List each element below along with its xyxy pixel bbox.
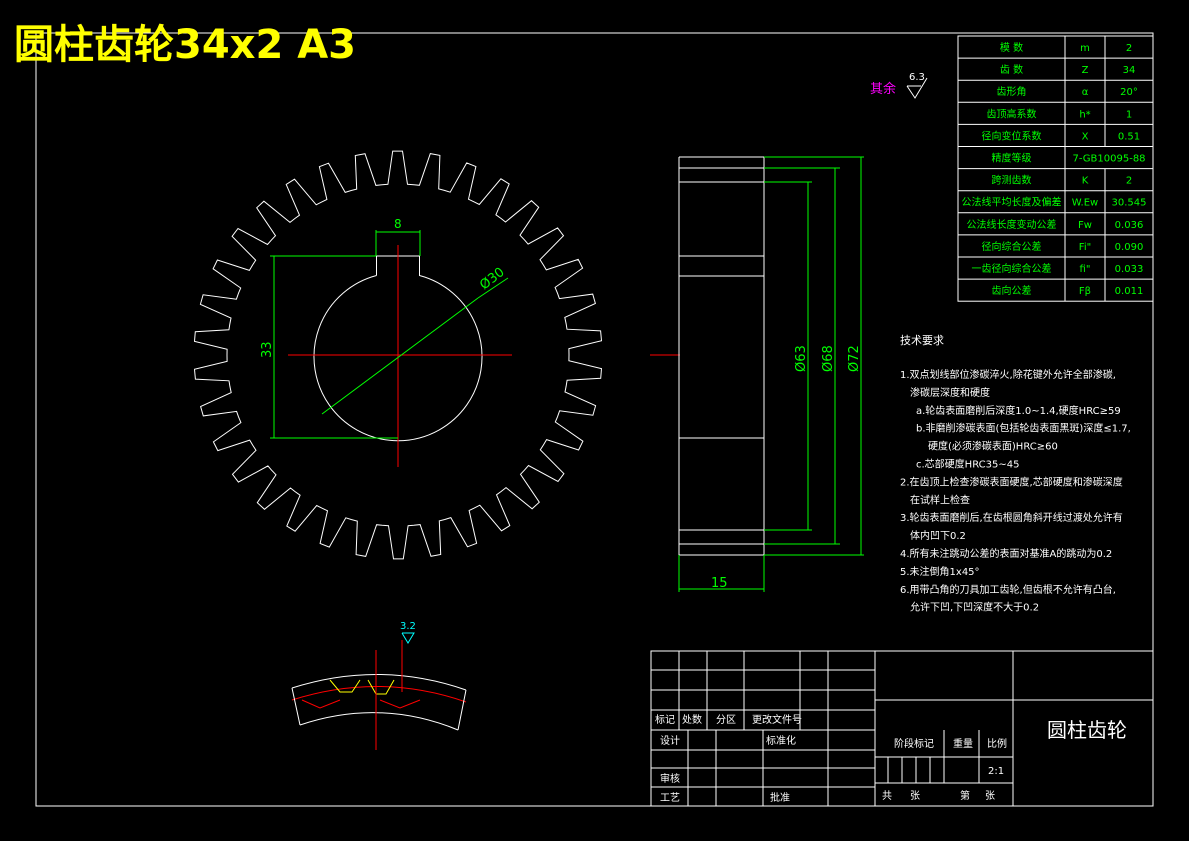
tech-req-line: 5.未注倒角1x45° xyxy=(900,565,980,578)
dim-keyway-depth: 33 xyxy=(260,341,275,358)
tech-req-line: 在试样上检查 xyxy=(910,493,970,506)
param-symbol: X xyxy=(1082,131,1089,142)
tech-req-line: 2.在齿顶上检查渗碳表面硬度,芯部硬度和渗碳深度 xyxy=(900,475,1123,488)
tb-change-doc: 更改文件号 xyxy=(752,713,802,726)
tech-req-line: 6.用带凸角的刀具加工齿轮,但齿根不允许有凸台, xyxy=(900,583,1116,596)
gear-tooth-outline xyxy=(193,150,603,560)
tb-count: 处数 xyxy=(682,713,702,726)
param-name: 跨测齿数 xyxy=(992,174,1032,187)
tech-req-line: 4.所有未注跳动公差的表面对基准A的跳动为0.2 xyxy=(900,547,1112,560)
drawing-title: 圆柱齿轮34x2 A3 xyxy=(14,22,356,68)
param-name: 公法线平均长度及偏差 xyxy=(962,196,1062,209)
roughness-symbol-icon xyxy=(906,77,928,99)
param-name: 一齿径向综合公差 xyxy=(972,262,1052,275)
param-symbol: W.Ew xyxy=(1072,198,1098,209)
tb-sheet: 第 xyxy=(960,789,970,802)
param-value: 7-GB10095-88 xyxy=(1072,154,1145,165)
param-symbol: Fi" xyxy=(1079,242,1091,253)
param-value: 2 xyxy=(1126,176,1132,187)
dim-face-width: 15 xyxy=(711,576,728,591)
section-view-dimensions xyxy=(678,156,864,592)
param-value: 0.51 xyxy=(1118,131,1140,142)
param-name: 齿 数 xyxy=(1000,63,1023,76)
tooth-detail-view xyxy=(291,640,467,750)
tb-sheets: 张 xyxy=(910,790,920,802)
param-name: 齿向公差 xyxy=(992,284,1032,297)
tb-standardize: 标准化 xyxy=(766,734,796,747)
param-value: 30.545 xyxy=(1112,198,1147,209)
roughness-rest-label: 其余 xyxy=(870,81,896,97)
param-symbol: Fw xyxy=(1078,220,1092,231)
tb-scale: 比例 xyxy=(987,737,1007,750)
param-name: 径向变位系数 xyxy=(982,129,1042,142)
tb-process: 工艺 xyxy=(660,792,680,804)
tech-req-line: 允许下凹,下凹深度不大于0.2 xyxy=(910,601,1039,614)
front-view-dimensions xyxy=(270,230,509,439)
tb-weight: 重量 xyxy=(953,737,973,750)
param-name: 模 数 xyxy=(1000,41,1023,54)
param-symbol: K xyxy=(1082,176,1089,187)
param-value: 0.036 xyxy=(1115,220,1144,231)
roughness-rest-value: 6.3 xyxy=(909,72,925,83)
param-name: 齿顶高系数 xyxy=(987,107,1037,120)
param-value: 0.033 xyxy=(1115,264,1144,275)
param-value: 0.090 xyxy=(1115,242,1144,253)
param-value: 2 xyxy=(1126,43,1132,54)
tb-review: 审核 xyxy=(660,772,680,785)
param-name: 公法线长度变动公差 xyxy=(967,218,1057,231)
tech-req-line: c.芯部硬度HRC35~45 xyxy=(916,458,1019,471)
dim-diameter-72: Ø72 xyxy=(847,345,862,372)
param-name: 径向综合公差 xyxy=(982,240,1042,253)
param-symbol: Fβ xyxy=(1079,286,1091,297)
tech-req-line: 渗碳层深度和硬度 xyxy=(910,386,990,399)
tb-sheets-2: 张 xyxy=(985,790,995,802)
dim-diameter-68: Ø68 xyxy=(821,345,836,372)
tech-req-line: 1.双点划线部位渗碳淬火,除花键外允许全部渗碳, xyxy=(900,368,1116,381)
param-value: 34 xyxy=(1123,65,1136,76)
tb-scale-value: 2:1 xyxy=(988,766,1004,777)
tech-req-heading: 技术要求 xyxy=(900,334,944,347)
tech-req-line: 硬度(必须渗碳表面)HRC≥60 xyxy=(928,440,1058,453)
roughness-detail-icon xyxy=(401,632,415,644)
tech-req-line: a.轮齿表面磨削后深度1.0~1.4,硬度HRC≥59 xyxy=(916,404,1121,417)
tech-req-line: 体内凹下0.2 xyxy=(910,529,966,542)
param-symbol: h* xyxy=(1079,109,1090,120)
tb-approve: 批准 xyxy=(770,791,790,804)
param-value: 1 xyxy=(1126,109,1132,120)
tech-req-line: b.非磨削渗碳表面(包括轮齿表面黑斑)深度≤1.7, xyxy=(916,422,1131,435)
roughness-detail-value: 3.2 xyxy=(400,621,416,632)
tb-stage-mark: 阶段标记 xyxy=(894,737,934,750)
param-value: 20° xyxy=(1120,87,1138,98)
gear-section-view xyxy=(678,156,765,556)
technical-requirements: 技术要求 1.双点划线部位渗碳淬火,除花键外允许全部渗碳, 渗碳层深度和硬度 a.轮齿… xyxy=(900,334,1131,614)
tb-design: 设计 xyxy=(660,734,680,747)
title-block-labels: 标记 处数 分区 更改文件号 设计 标准化 审核 工艺 批准 阶段标记 重量 比… xyxy=(655,713,1127,804)
tb-zone: 分区 xyxy=(716,714,736,726)
param-name: 齿形角 xyxy=(997,86,1027,98)
tb-total: 共 xyxy=(882,790,892,802)
dim-key-width: 8 xyxy=(394,217,402,231)
tech-req-line: 3.轮齿表面磨削后,在齿根圆角斜开线过渡处允许有 xyxy=(900,511,1123,524)
param-symbol: α xyxy=(1082,87,1089,98)
tb-mark: 标记 xyxy=(655,714,675,726)
dim-diameter-63: Ø63 xyxy=(794,345,809,372)
title-block xyxy=(650,650,1154,807)
param-name: 精度等级 xyxy=(992,152,1032,165)
drawing-frame xyxy=(35,32,1154,807)
param-symbol: fi" xyxy=(1080,264,1091,275)
param-symbol: m xyxy=(1080,43,1090,54)
param-symbol: Z xyxy=(1082,65,1089,76)
parameter-table: 模 数 m 2 齿 数 Z 34 齿形角 α 20° 齿顶高系数 h* 1 径向变位系数 X 0.51 精度等… xyxy=(957,35,1154,302)
tb-part-name: 圆柱齿轮 xyxy=(1047,718,1127,742)
param-value: 0.011 xyxy=(1115,286,1144,297)
